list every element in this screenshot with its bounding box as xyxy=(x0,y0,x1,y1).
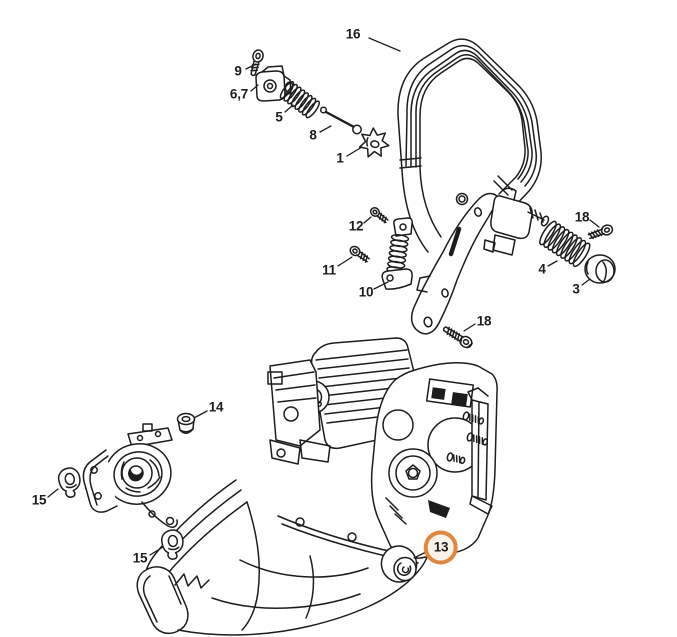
screw-18a-drawing xyxy=(587,224,614,240)
spring-5-drawing xyxy=(279,81,321,119)
part-label-15b[interactable]: 15 xyxy=(132,550,148,566)
mount-15b-drawing xyxy=(159,527,187,562)
fan-housing-drawing xyxy=(82,423,178,528)
leader-line-18a xyxy=(589,219,600,228)
screw-11-drawing xyxy=(349,245,370,263)
handlebar-16-drawing xyxy=(397,38,550,335)
screw-9-drawing xyxy=(250,49,264,77)
leader-line-16 xyxy=(368,37,401,52)
part-label-3[interactable]: 3 xyxy=(572,281,580,297)
part-label-12[interactable]: 12 xyxy=(348,218,364,234)
part-label-13[interactable]: 13 xyxy=(433,539,449,555)
part-label-6-7[interactable]: 6,7 xyxy=(229,86,249,102)
leader-line-1 xyxy=(346,146,363,157)
leader-line-4 xyxy=(547,260,558,267)
nut-6-7-drawing xyxy=(255,65,294,102)
rear-handle-drawing xyxy=(136,479,429,636)
engine-assembly-drawing xyxy=(267,337,498,564)
grommet-14-drawing xyxy=(176,412,196,434)
part-label-14[interactable]: 14 xyxy=(208,399,224,415)
leader-line-15b xyxy=(149,546,164,556)
part-label-8[interactable]: 8 xyxy=(309,127,317,143)
part-label-18b[interactable]: 18 xyxy=(476,313,492,329)
leader-line-15a xyxy=(47,488,59,498)
leader-lines xyxy=(47,37,600,559)
leader-line-8 xyxy=(319,125,332,133)
part-label-9[interactable]: 9 xyxy=(234,63,242,79)
leader-line-12 xyxy=(363,216,372,224)
leader-line-10 xyxy=(373,281,389,290)
part-label-15a[interactable]: 15 xyxy=(31,492,47,508)
part-label-18a[interactable]: 18 xyxy=(574,209,590,225)
leader-line-18b xyxy=(463,323,476,332)
part-label-16[interactable]: 16 xyxy=(345,26,361,42)
leader-line-5 xyxy=(284,104,294,113)
plug-3-drawing xyxy=(584,254,616,284)
part-label-4[interactable]: 4 xyxy=(538,261,546,277)
spring-4-drawing xyxy=(539,220,591,268)
leader-line-3 xyxy=(581,278,591,286)
screw-12-drawing xyxy=(369,207,389,224)
leader-line-14 xyxy=(193,410,208,419)
part-label-1[interactable]: 1 xyxy=(336,150,344,166)
part-label-10[interactable]: 10 xyxy=(358,284,374,300)
part-label-11[interactable]: 11 xyxy=(322,262,336,278)
screw-18b-drawing xyxy=(442,326,473,349)
knob-1-drawing xyxy=(358,127,390,158)
spring-10-drawing xyxy=(381,217,413,290)
rod-8-drawing xyxy=(319,106,362,135)
part-label-5[interactable]: 5 xyxy=(275,109,283,125)
leader-line-11 xyxy=(337,256,353,267)
ring-13-drawing xyxy=(380,545,418,583)
mount-15a-drawing xyxy=(55,465,85,500)
leader-line-6-7 xyxy=(250,84,259,92)
leader-line-9 xyxy=(245,63,257,70)
